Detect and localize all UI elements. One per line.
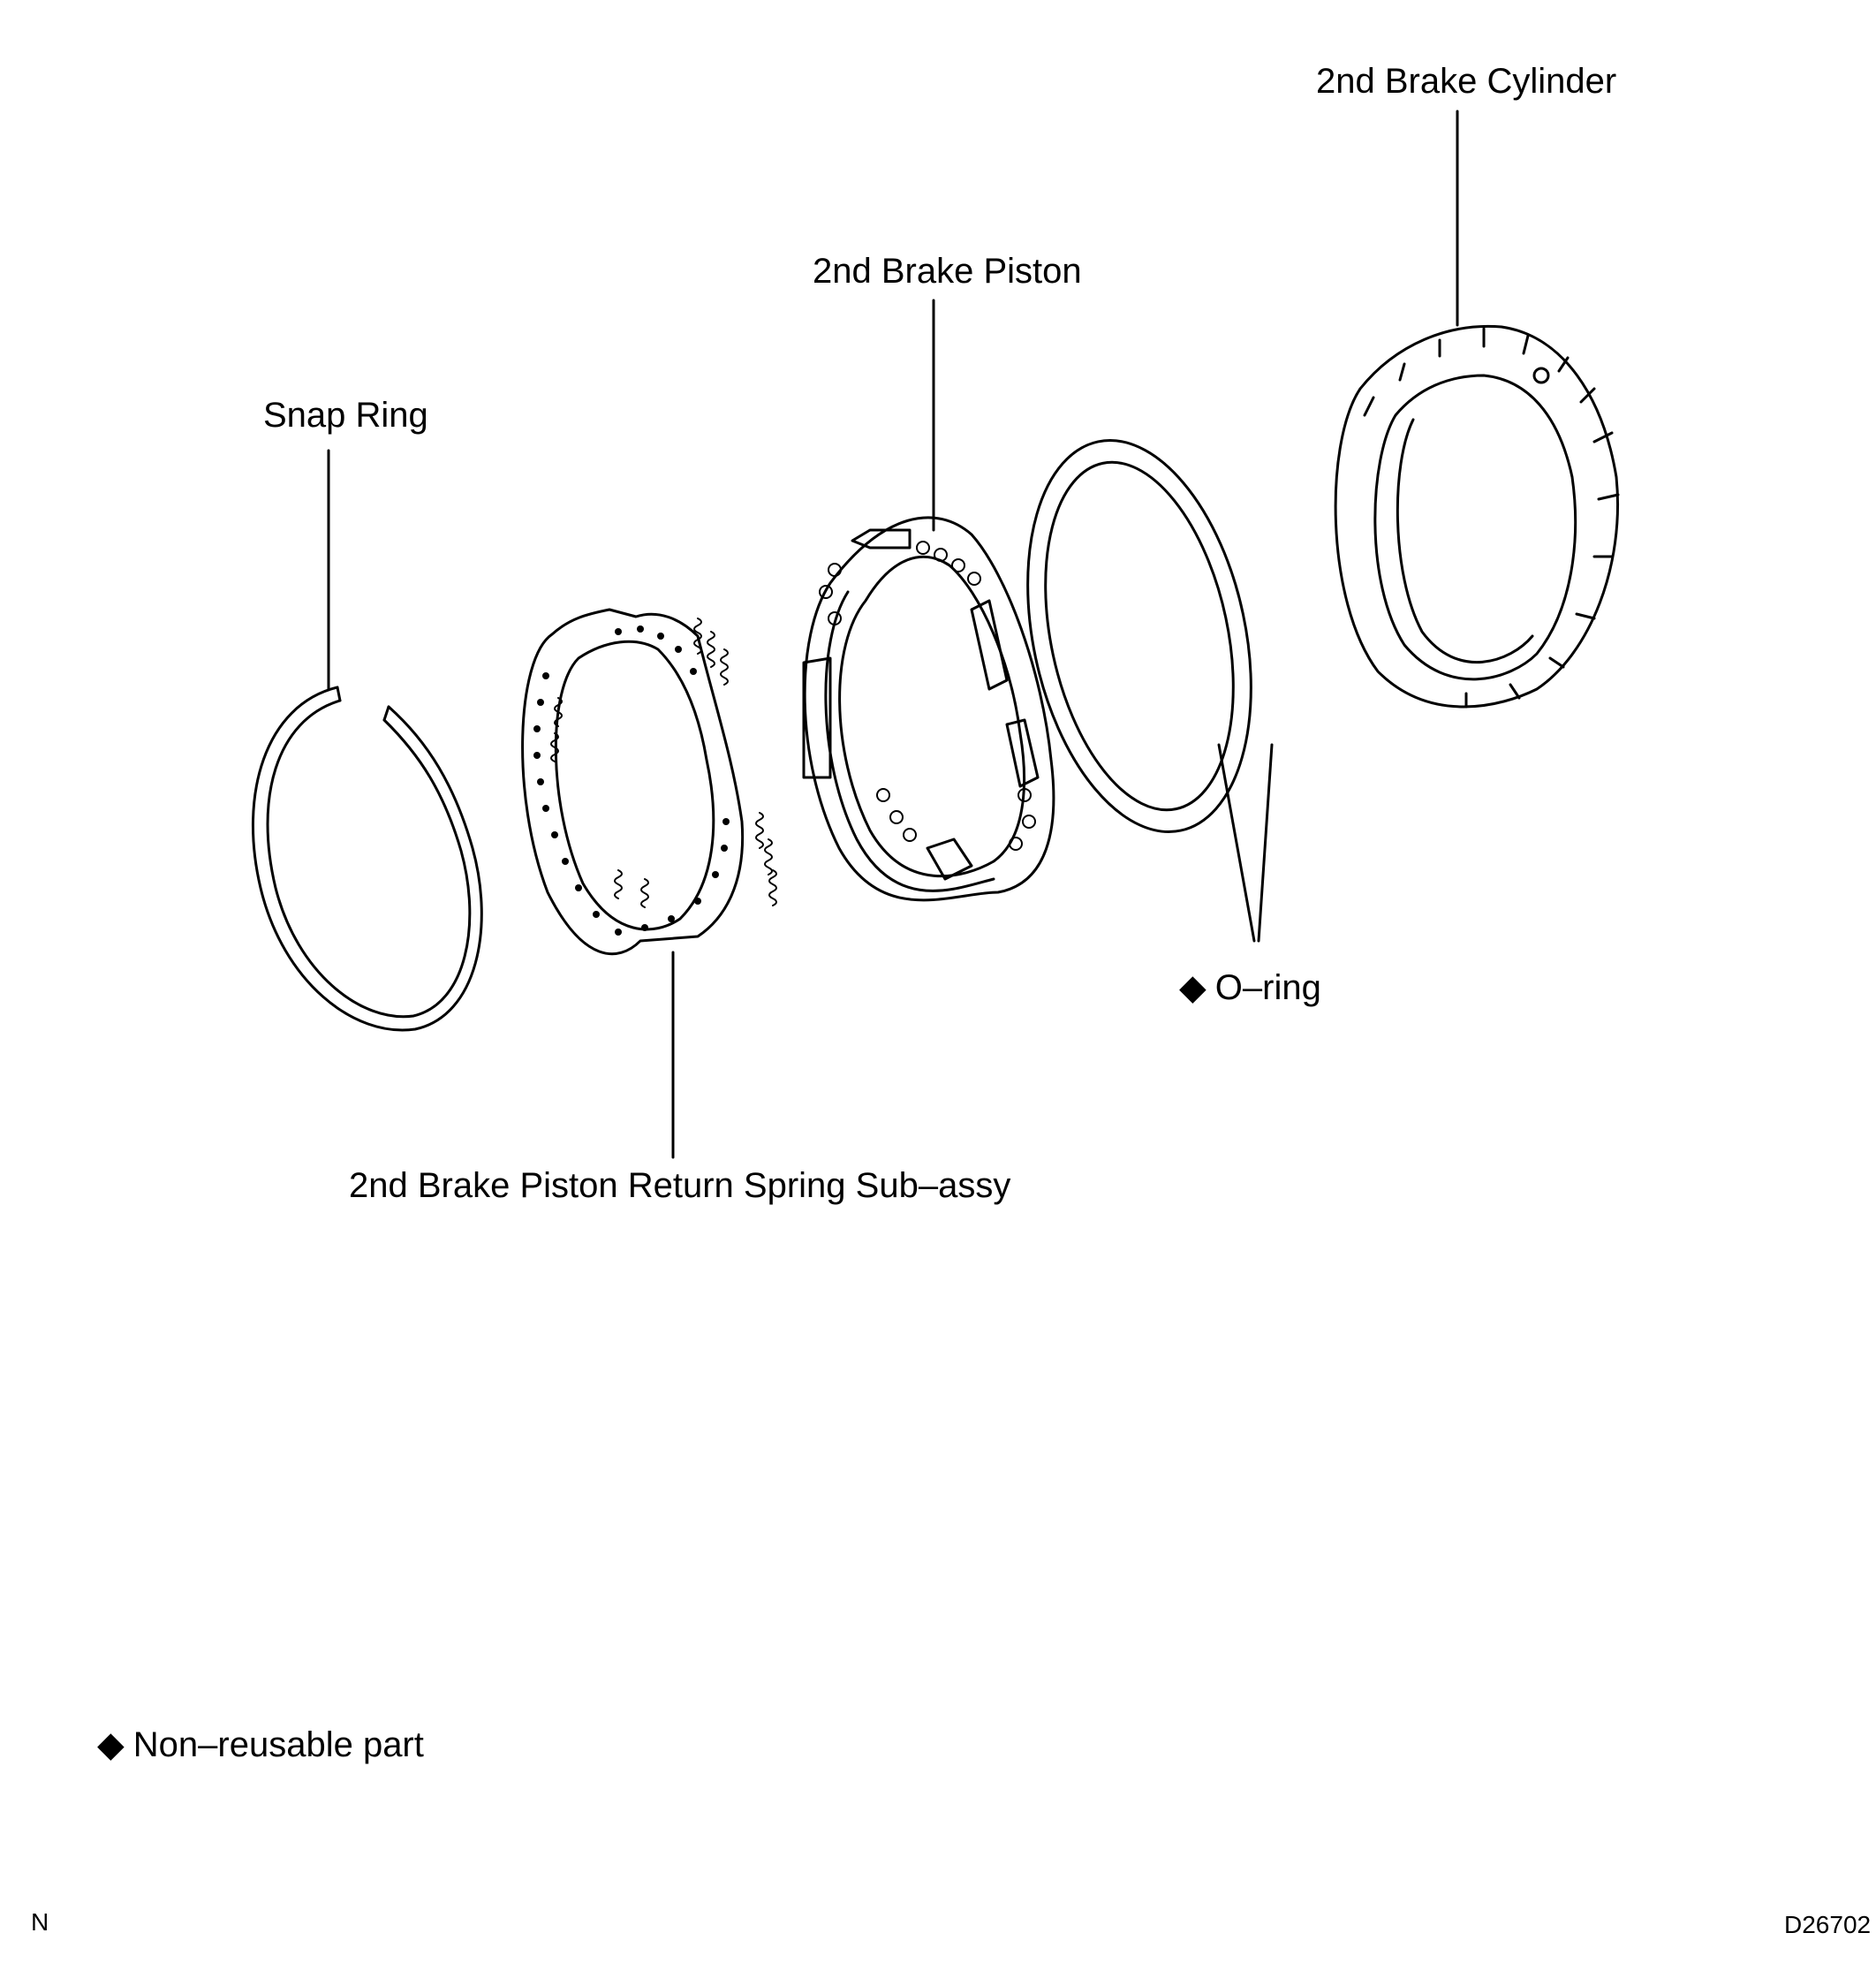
o-ring-leader-line-a — [1217, 743, 1256, 943]
legend-diamond-icon: ◆ — [97, 1725, 125, 1764]
footer-right-code: D26702 — [1784, 1911, 1872, 1938]
piston-part — [802, 516, 1055, 902]
return-spring-label: 2nd Brake Piston Return Spring Sub–assy — [349, 1166, 1011, 1205]
cylinder-part — [1334, 324, 1620, 709]
legend-text: Non–reusable part — [132, 1725, 424, 1764]
snap-ring-label: Snap Ring — [263, 396, 428, 435]
o-ring-label: ◆O–ring — [1179, 970, 1321, 1005]
legend: ◆Non–reusable part — [97, 1727, 424, 1762]
return-spring-part — [521, 608, 777, 956]
o-ring-label-text: O–ring — [1214, 968, 1321, 1007]
snap-ring-part — [251, 686, 483, 1032]
footer-left-code: N — [31, 1908, 49, 1936]
piston-label: 2nd Brake Piston — [813, 252, 1082, 291]
non-reusable-diamond-icon: ◆ — [1179, 968, 1207, 1007]
o-ring-leader-line-b — [1257, 743, 1274, 943]
cylinder-label: 2nd Brake Cylinder — [1316, 62, 1617, 101]
o-ring-part — [1026, 439, 1252, 833]
